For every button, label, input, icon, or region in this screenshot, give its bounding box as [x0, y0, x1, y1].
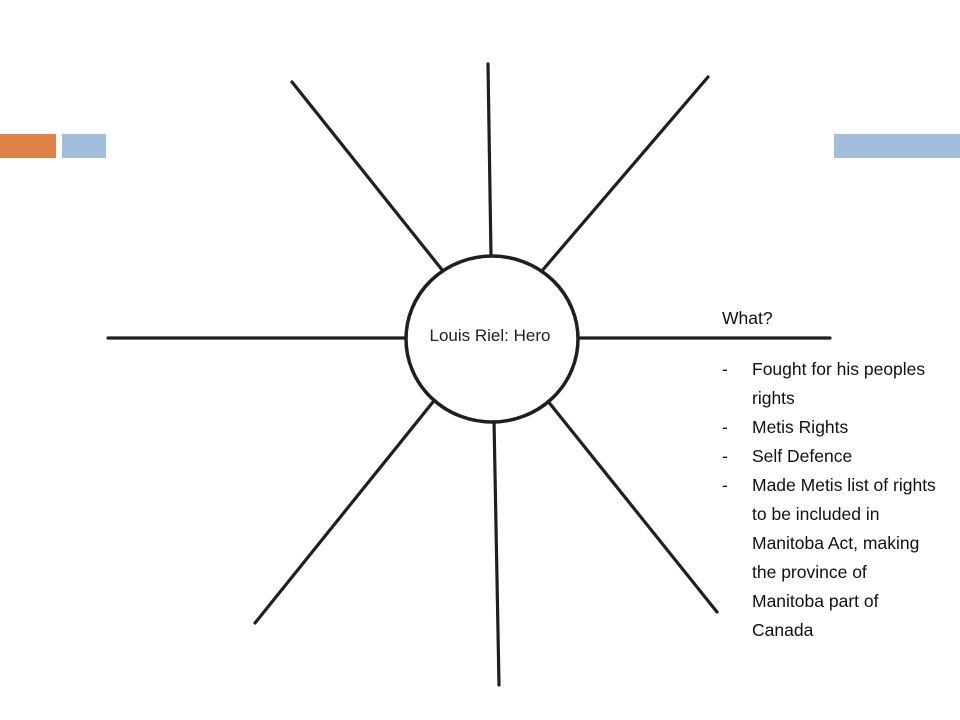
spoke-bottom-right: [545, 398, 719, 614]
list-item-text: Made Metis list of rights to be included…: [752, 475, 936, 640]
accent-bar-blue-right: [834, 134, 960, 158]
spoke-top-left: [290, 80, 445, 273]
info-panel: What? - Fought for his peoples rights - Me…: [722, 304, 937, 645]
accent-bar-orange: [0, 134, 56, 158]
spoke-top: [486, 62, 493, 258]
list-item-text: Self Defence: [752, 446, 853, 466]
accent-bar-blue-left: [62, 134, 106, 158]
bullet-dash: -: [722, 446, 728, 466]
list-item: - Self Defence: [722, 442, 937, 471]
spoke-bottom: [492, 418, 501, 687]
list-item-text: Metis Rights: [752, 417, 849, 437]
center-label: Louis Riel: Hero: [429, 326, 551, 345]
bullet-dash: -: [722, 475, 728, 495]
info-heading: What?: [722, 308, 773, 328]
list-item: - Metis Rights: [722, 413, 937, 442]
info-list: - Fought for his peoples rights - Metis Ri…: [722, 355, 937, 645]
list-item: - Fought for his peoples rights: [722, 355, 937, 413]
list-item-text: Fought for his peoples rights: [752, 359, 926, 408]
list-item: - Made Metis list of rights to be include…: [722, 471, 937, 645]
center-circle: [404, 254, 580, 424]
spoke-top-right: [539, 75, 710, 274]
spoke-bottom-left: [253, 395, 439, 625]
bullet-dash: -: [722, 359, 728, 379]
bullet-dash: -: [722, 417, 728, 437]
